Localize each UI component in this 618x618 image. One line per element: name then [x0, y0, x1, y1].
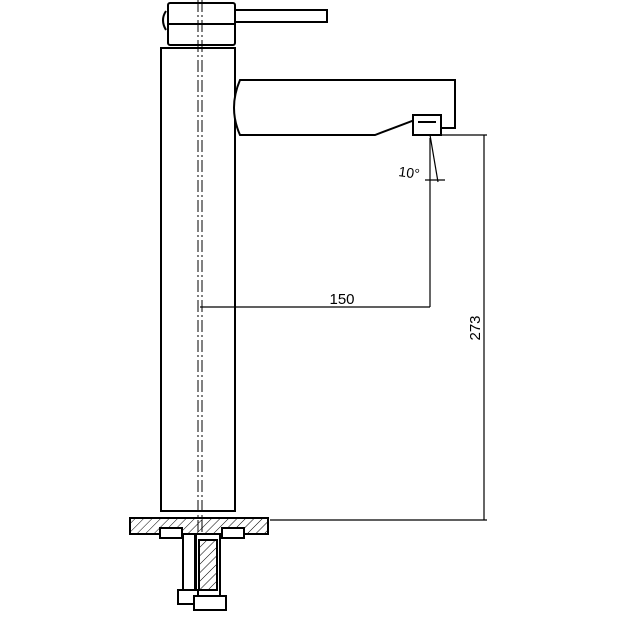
deck-plate: [129, 517, 269, 535]
dimension-height: [270, 134, 487, 521]
dimension-height-label: 273: [467, 315, 484, 340]
body-centerline: [197, 0, 203, 600]
angle-indicator: [425, 134, 445, 183]
mounting-hardware: [159, 527, 245, 611]
angle-label: 10°: [398, 163, 421, 182]
dimension-reach-label: 150: [329, 291, 354, 308]
dimension-reach: [200, 138, 431, 308]
lever-handle: [162, 2, 328, 46]
spout: [233, 79, 456, 136]
